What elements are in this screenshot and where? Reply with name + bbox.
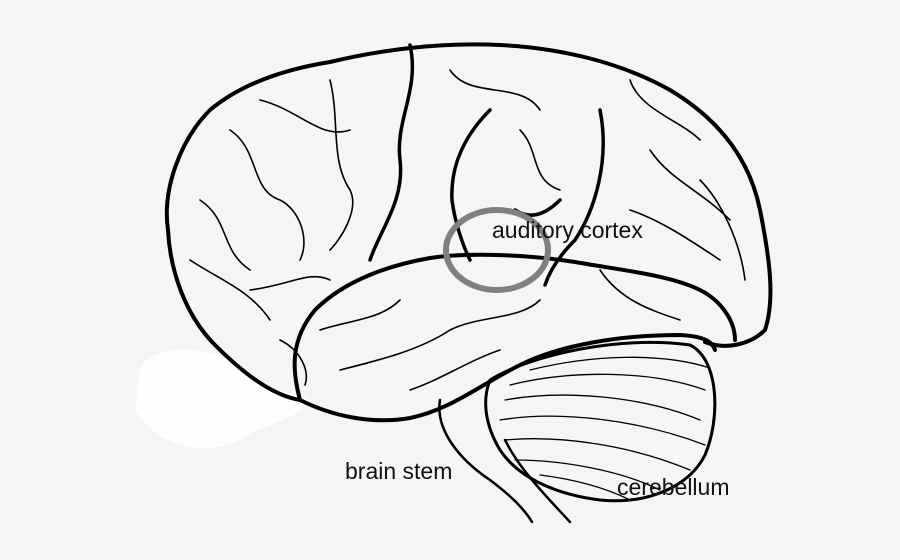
cerebrum-outline: [164, 42, 773, 402]
auditory-cortex-highlight-circle: [443, 207, 551, 293]
label-auditory-cortex: auditory cortex: [492, 217, 643, 243]
label-brain-stem: brain stem: [345, 458, 453, 484]
brain-stem-outline: [438, 398, 534, 524]
watermark: [135, 349, 310, 449]
major-sulci: [368, 43, 605, 287]
cerebellum-outline: [484, 340, 717, 503]
brain-stem-outline-2: [503, 438, 572, 524]
label-cerebellum: cerebellum: [617, 474, 730, 500]
gyri-lines: [189, 69, 746, 391]
temporal-lobe-outline: [292, 252, 737, 402]
cerebellum-folds: [499, 356, 711, 501]
